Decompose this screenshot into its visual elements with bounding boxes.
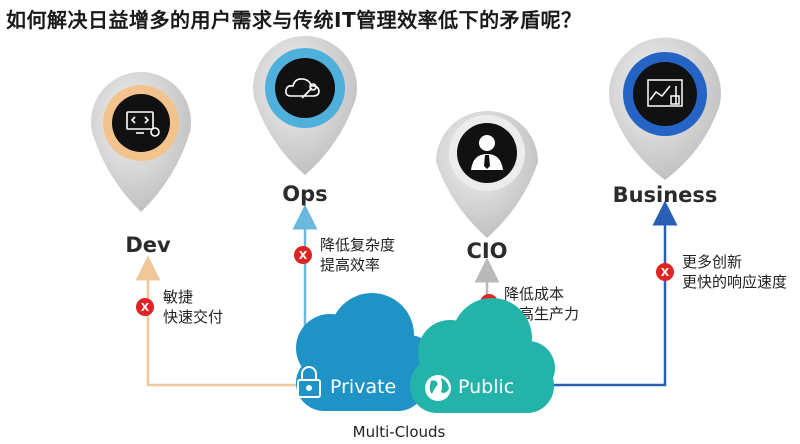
- cio-label: CIO: [466, 239, 507, 263]
- x-marker: X: [299, 249, 308, 262]
- private-cloud-label: Private: [330, 376, 396, 398]
- business-note-line2: 更快的响应速度: [682, 273, 787, 291]
- ops-note-line1: 降低复杂度: [320, 236, 395, 254]
- ops-note-line2: 提高效率: [320, 256, 380, 274]
- cio-note-line1: 降低成本: [504, 285, 564, 303]
- private-cloud: [296, 293, 438, 411]
- x-marker: X: [661, 266, 670, 279]
- executive-person-icon: [471, 135, 503, 170]
- page-title: 如何解决日益增多的用户需求与传统IT管理效率低下的矛盾呢？: [6, 8, 582, 32]
- ops-pin: [253, 35, 357, 176]
- padlock-icon: [297, 366, 321, 398]
- business-note: X 更多创新 更快的响应速度: [656, 253, 787, 291]
- dev-label: Dev: [125, 233, 171, 257]
- ops-label: Ops: [282, 182, 327, 206]
- public-cloud-label: Public: [458, 376, 514, 398]
- dev-pin: [91, 72, 191, 213]
- business-pin: [609, 37, 721, 181]
- business-arrow: [550, 200, 678, 387]
- dev-note-line1: 敏捷: [163, 288, 193, 306]
- globe-icon: [425, 375, 451, 401]
- business-note-line1: 更多创新: [682, 253, 742, 271]
- public-cloud: [410, 298, 555, 413]
- multi-clouds-caption: Multi-Clouds: [353, 423, 446, 441]
- dev-arrow: [135, 255, 300, 387]
- cio-pin: [436, 111, 538, 238]
- ops-note: X 降低复杂度 提高效率: [294, 236, 395, 274]
- dev-note-line2: 快速交付: [163, 308, 223, 326]
- factory-chart-icon: [647, 79, 683, 107]
- x-marker: X: [141, 301, 150, 314]
- code-monitor-gear-icon: [126, 111, 160, 137]
- business-label: Business: [613, 183, 718, 207]
- dev-note: X 敏捷 快速交付: [136, 288, 223, 326]
- cloud-wrench-icon: [285, 78, 320, 99]
